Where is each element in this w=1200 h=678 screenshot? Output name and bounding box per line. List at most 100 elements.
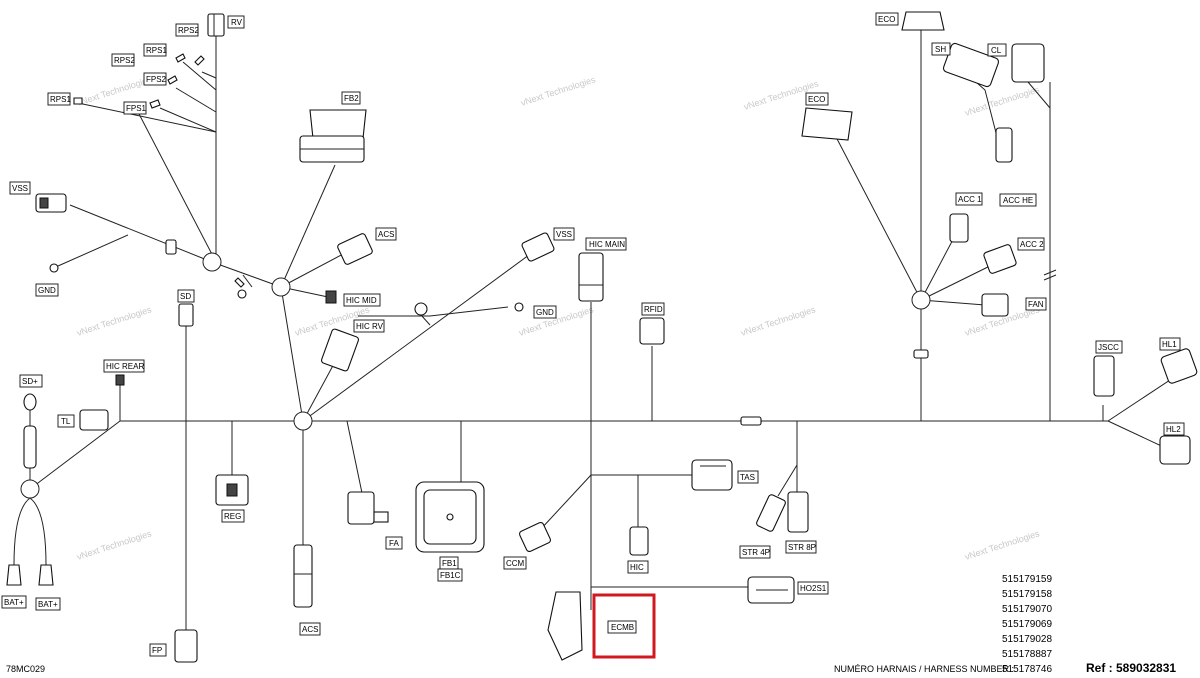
part-number: 515179028 [1002, 634, 1052, 645]
watermark: vNext Technologies [740, 304, 818, 338]
label-sh: SH [931, 42, 951, 56]
harness-wires [13, 22, 1171, 632]
svg-text:RPS2: RPS2 [114, 56, 135, 65]
splice-junction [271, 277, 291, 297]
watermark: vNext Technologies [76, 304, 154, 338]
label-acc-he: ACC HE [999, 193, 1037, 207]
svg-text:FAN: FAN [1028, 300, 1044, 309]
part-number-list: 515179159 515179158 515179070 515179069 … [1002, 574, 1052, 675]
label-hic-main: HIC MAIN [585, 237, 627, 251]
label-hl2: HL2 [1163, 422, 1185, 436]
svg-text:SD: SD [180, 292, 191, 301]
label-bat-plus-2: BAT+ [35, 597, 61, 611]
label-acc1: ACC 1 [955, 192, 983, 206]
label-ecmb: ECMB [611, 623, 634, 632]
svg-text:ACS: ACS [378, 230, 394, 239]
splice-junction [20, 479, 40, 499]
label-tl: TL [57, 414, 75, 428]
svg-text:TL: TL [61, 417, 71, 426]
svg-text:REG: REG [224, 512, 241, 521]
svg-text:GND: GND [38, 286, 56, 295]
label-jscc: JSCC [1095, 340, 1123, 354]
part-number: 515179069 [1002, 619, 1052, 630]
svg-text:ECO: ECO [878, 15, 895, 24]
svg-text:BAT+: BAT+ [38, 600, 58, 609]
svg-text:FPS1: FPS1 [126, 104, 147, 113]
label-ccm: CCM [503, 556, 527, 570]
label-fb1: FB1 [439, 556, 459, 570]
svg-text:HIC MAIN: HIC MAIN [589, 240, 625, 249]
connectors [6, 11, 1198, 663]
label-reg: REG [221, 509, 245, 523]
svg-text:JSCC: JSCC [1098, 343, 1119, 352]
label-acs-top: ACS [375, 227, 397, 241]
label-hic-rv: HIC RV [353, 319, 385, 333]
watermark: vNext Technologies [76, 528, 154, 562]
svg-text:ECO: ECO [808, 95, 825, 104]
label-eco-top: ECO [875, 12, 899, 26]
svg-text:SH: SH [935, 45, 946, 54]
svg-text:CCM: CCM [506, 559, 525, 568]
diagram-code: 78MC029 [6, 664, 45, 674]
label-eco-mid: ECO [805, 92, 829, 106]
label-tas: TAS [737, 470, 759, 484]
svg-text:VSS: VSS [556, 230, 572, 239]
footer: 78MC029 NUMÉRO HARNAIS / HARNESS NUMBER … [6, 661, 1176, 675]
watermark: vNext Technologies [520, 74, 598, 108]
svg-text:HL1: HL1 [1162, 340, 1177, 349]
label-str8p: STR 8P [785, 540, 817, 554]
label-fp: FP [149, 643, 167, 657]
label-acc2: ACC 2 [1017, 237, 1045, 251]
label-rps1-left: RPS1 [47, 92, 71, 106]
svg-text:STR 4P: STR 4P [742, 548, 770, 557]
label-cl: CL [987, 43, 1007, 57]
svg-text:RPS1: RPS1 [50, 95, 71, 104]
svg-text:HIC MID: HIC MID [346, 296, 377, 305]
label-fb1c: FB1C [437, 568, 463, 582]
label-vss-mid: VSS [553, 227, 575, 241]
svg-text:CL: CL [991, 46, 1002, 55]
svg-text:HO2S1: HO2S1 [800, 584, 827, 593]
svg-text:RPS1: RPS1 [146, 46, 167, 55]
label-rps1-mid: RPS1 [143, 43, 167, 57]
svg-text:ACC HE: ACC HE [1003, 196, 1033, 205]
watermark: vNext Technologies [964, 528, 1042, 562]
label-fb2: FB2 [341, 91, 361, 105]
label-rfid: RFID [641, 302, 665, 316]
svg-text:BAT+: BAT+ [4, 598, 24, 607]
part-number: 515178887 [1002, 649, 1052, 660]
label-ho2s1: HO2S1 [797, 581, 829, 595]
label-fps1: FPS1 [123, 101, 147, 115]
part-number: 515179159 [1002, 574, 1052, 585]
svg-text:RV: RV [231, 18, 243, 27]
label-hic-rear: HIC REAR [103, 359, 145, 373]
label-sd: SD [177, 289, 195, 303]
svg-text:FB1C: FB1C [440, 571, 461, 580]
part-number: 515179070 [1002, 604, 1052, 615]
splice-junction [202, 252, 222, 272]
label-fa: FA [385, 536, 403, 550]
highlight-box [592, 593, 656, 659]
svg-text:GND: GND [536, 308, 554, 317]
svg-text:HL2: HL2 [1166, 425, 1181, 434]
label-gnd-left: GND [35, 283, 59, 297]
label-str4p: STR 4P [739, 545, 771, 559]
label-hl1: HL1 [1159, 337, 1181, 351]
part-number: 515178746 [1002, 664, 1052, 675]
svg-text:HIC REAR: HIC REAR [106, 362, 144, 371]
label-vss-left: VSS [9, 181, 31, 195]
junctions [20, 252, 931, 499]
watermark: vNext Technologies [964, 84, 1042, 118]
svg-text:VSS: VSS [12, 184, 28, 193]
svg-text:FPS2: FPS2 [146, 75, 167, 84]
label-rv: RV [227, 15, 245, 29]
svg-text:ACC 1: ACC 1 [958, 195, 982, 204]
svg-text:SD+: SD+ [22, 377, 38, 386]
splice-junction [293, 411, 313, 431]
label-fan: FAN [1025, 297, 1047, 311]
svg-text:FP: FP [152, 646, 162, 655]
label-rps2-top: RPS2 [175, 23, 199, 37]
svg-text:HIC RV: HIC RV [356, 322, 384, 331]
svg-text:TAS: TAS [740, 473, 755, 482]
